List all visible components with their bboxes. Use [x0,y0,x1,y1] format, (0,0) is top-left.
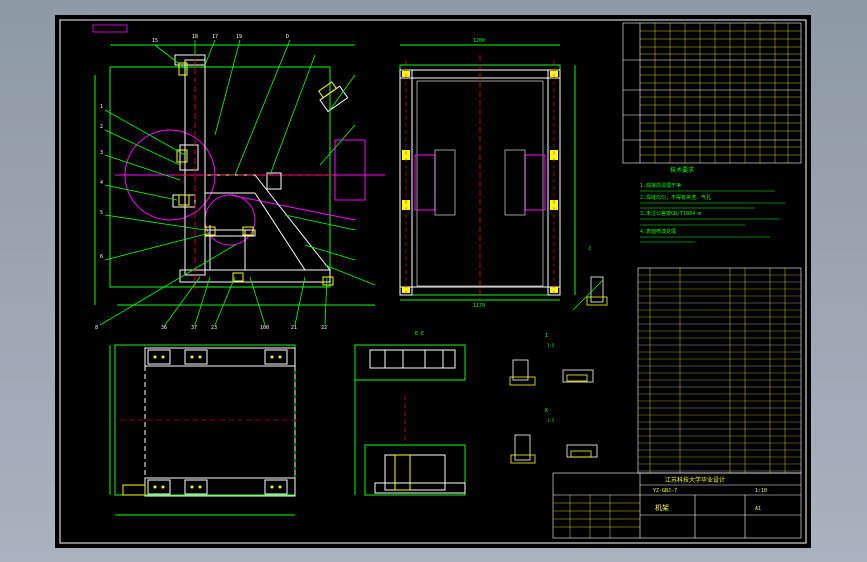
svg-text:6: 6 [100,254,103,260]
tech-notes-title: 技术要求 [670,166,694,174]
revision-table [622,22,802,164]
svg-text:1: 1 [100,104,103,110]
svg-text:19: 19 [236,34,242,40]
svg-text:36: 36 [161,325,167,331]
svg-text:2: 2 [100,124,103,130]
tech-note-4: 4.表面喷漆处理 [640,228,676,235]
detail-j-label: J [588,246,591,252]
detail-k-ratio: 1:5 [547,418,555,423]
tech-note-3: 3.未注公差按GB/T1804-m [640,210,701,217]
tech-note-2: 2.焊缝均匀，不得有夹渣、气孔 [640,194,711,201]
svg-text:22: 22 [321,325,327,331]
view-ee-label: E-E [415,331,424,337]
swing-arc-2 [204,194,256,246]
tech-note-1: 1.焊接前清理干净 [640,182,681,189]
title-scale: 1:10 [755,488,767,494]
title-name: 机架 [655,503,669,512]
front-dim-top-label: 1200 [473,38,485,44]
detail-i-label: I [545,333,548,339]
svg-text:4: 4 [100,180,103,186]
title-sheet: A1 [755,506,761,512]
detail-i-ratio: 1:5 [547,343,555,348]
svg-text:17: 17 [212,34,218,40]
svg-text:23: 23 [211,325,217,331]
base-beam [179,269,331,283]
corner-tag [92,24,128,33]
drawing-border [59,19,807,544]
side-dim-frame [109,66,331,288]
svg-text:18: 18 [192,34,198,40]
svg-text:8: 8 [95,325,98,331]
svg-text:D: D [286,34,289,40]
bb-top-beam [144,347,296,367]
front-view: 1200 1170 [399,38,576,309]
svg-text:15: 15 [152,38,158,44]
bom-table [637,267,802,474]
title-block: 江苏科技大学毕业设计 YZ-GBJ-7 机架 1:10 A1 [552,472,802,539]
view-bb [109,344,300,516]
tech-notes: 技术要求 1.焊接前清理干净 2.焊缝均匀，不得有夹渣、气孔 3.未注公差按GB… [640,166,785,243]
svg-text:100: 100 [260,325,269,331]
title-school: 江苏科技大学毕业设计 [665,476,725,484]
view-ee: E-E [354,331,466,496]
front-dim-bottom-label: 1170 [473,303,485,309]
svg-text:3: 3 [100,150,103,156]
title-code: YZ-GBJ-7 [653,488,677,494]
svg-text:21: 21 [291,325,297,331]
svg-text:37: 37 [191,325,197,331]
svg-text:5: 5 [100,210,103,216]
detail-k-label: K [545,408,548,414]
detail-views: I 1:5 K 1:5 J [509,246,608,464]
